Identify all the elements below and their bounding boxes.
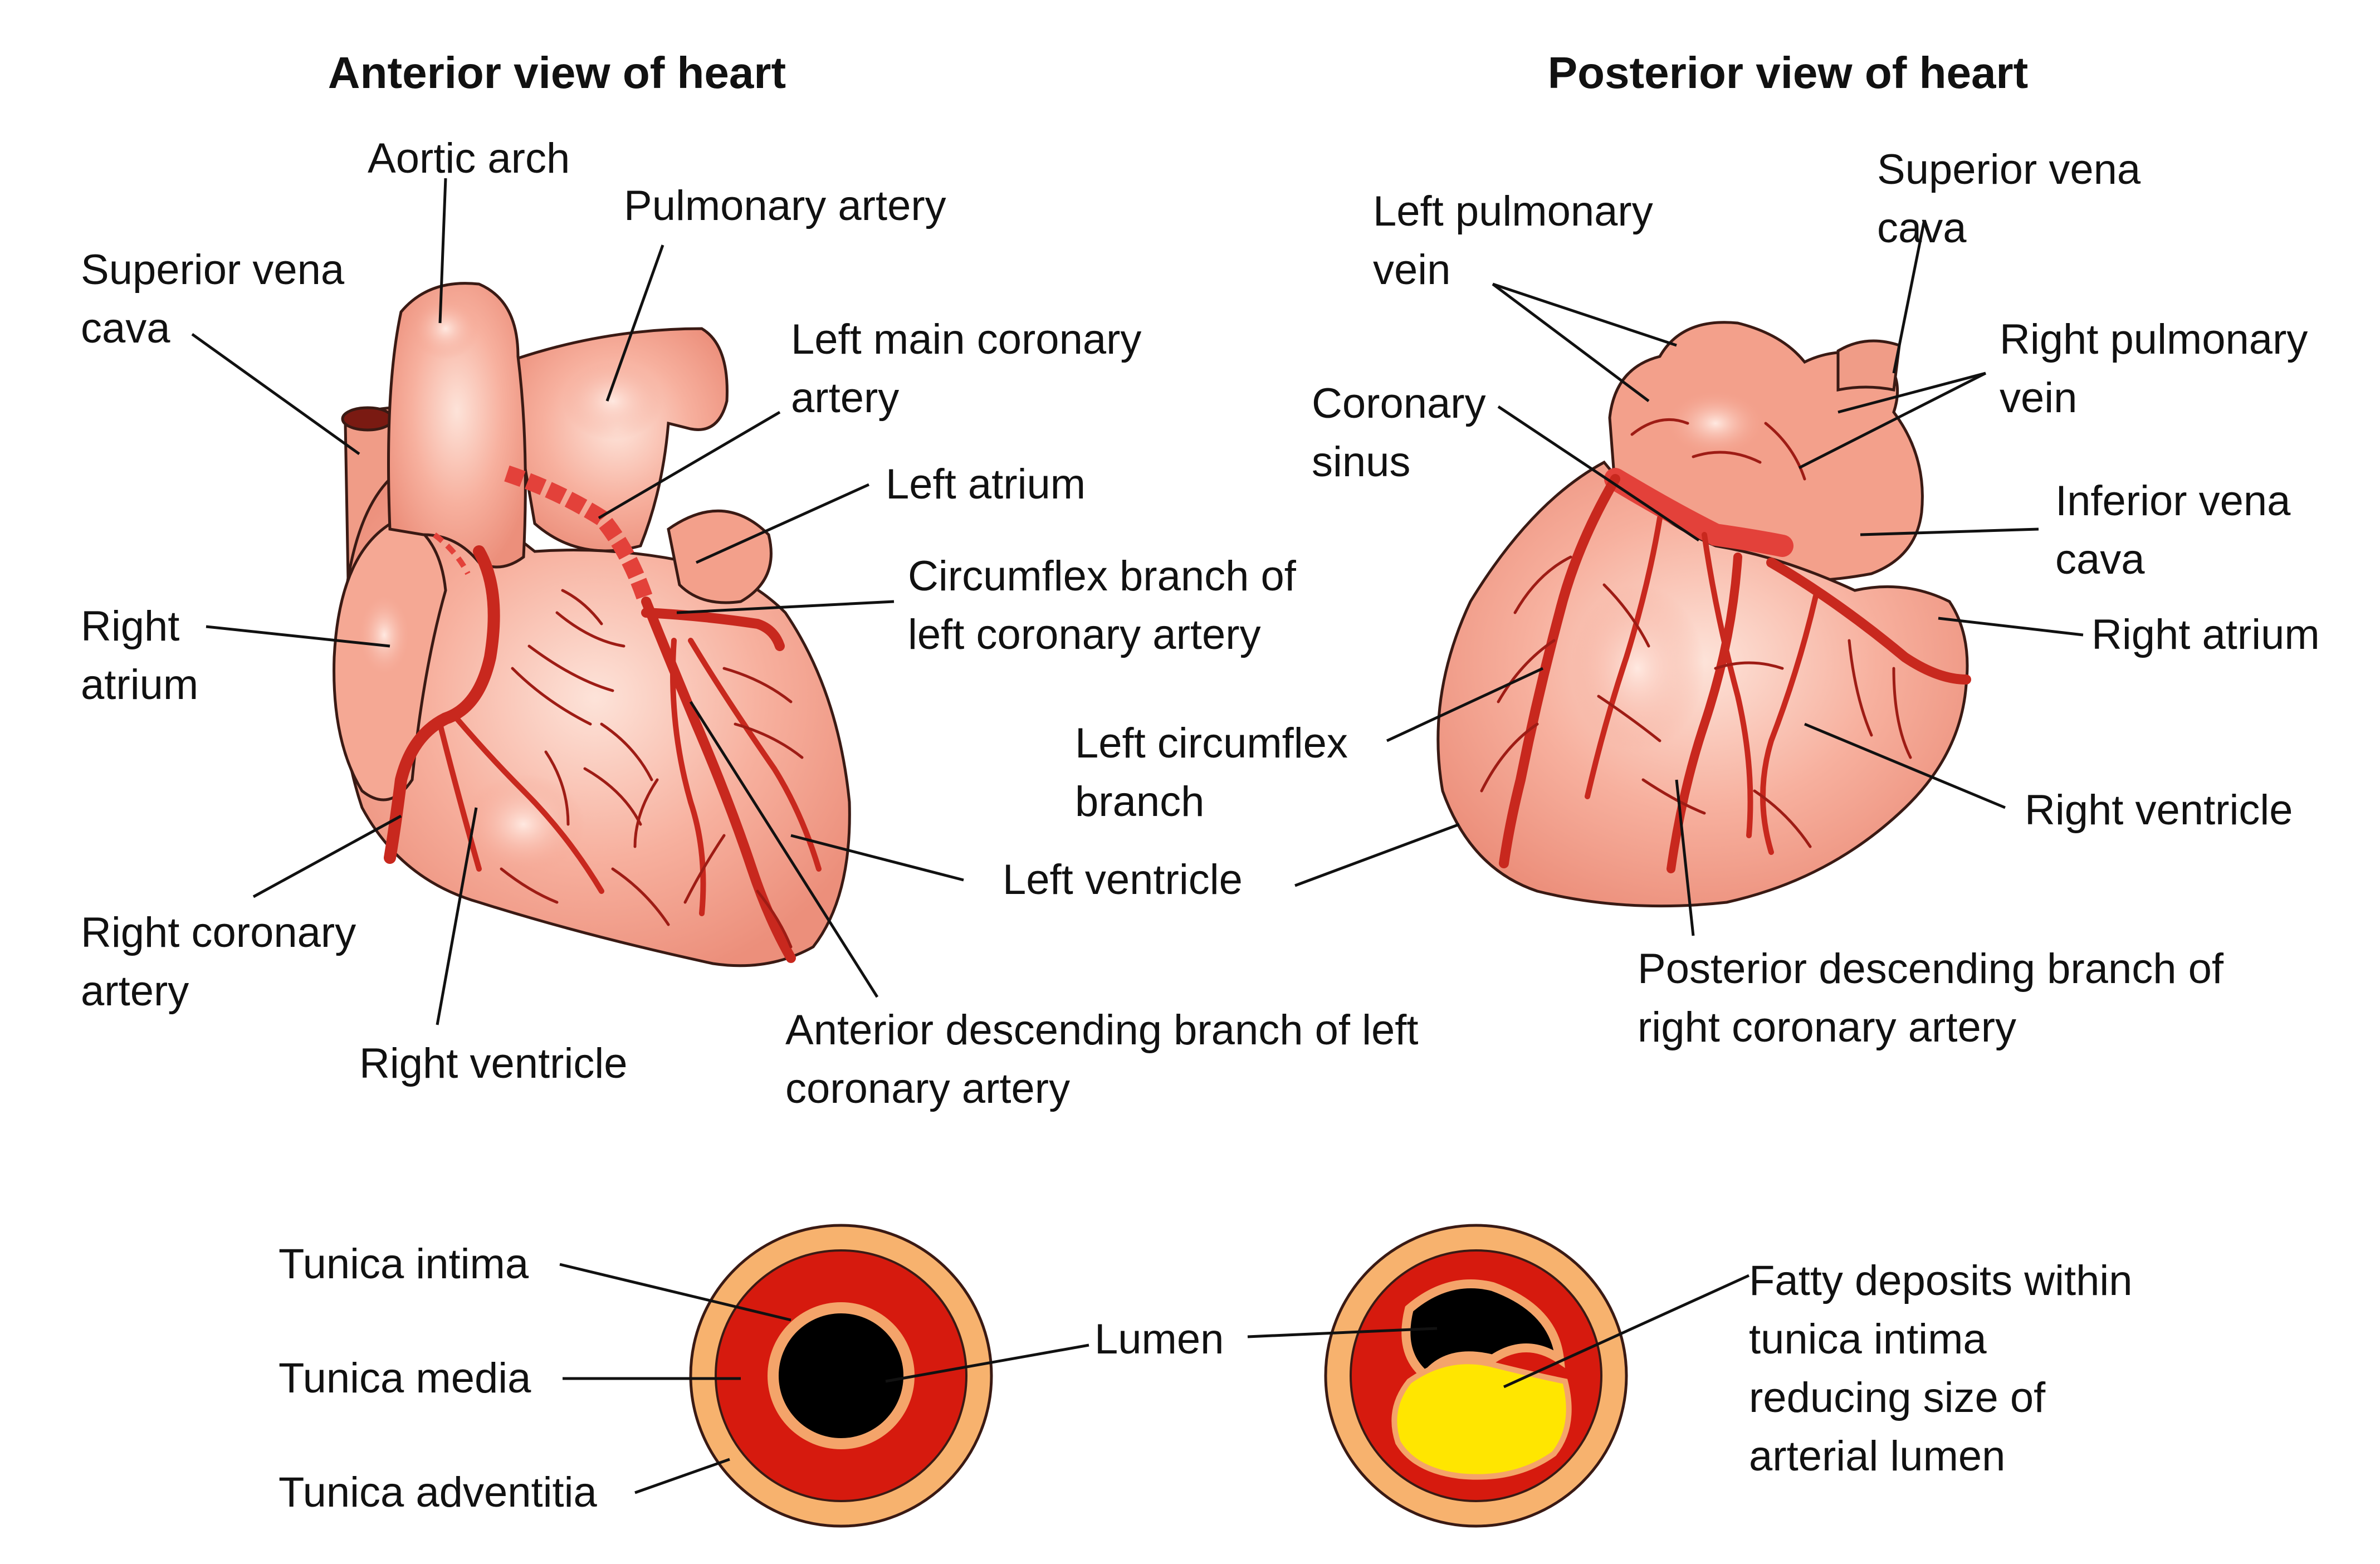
- label-fatty-deposits-line3: reducing size of: [1749, 1374, 2046, 1421]
- label-fatty-deposits-line1: Fatty deposits within: [1749, 1257, 2133, 1304]
- label-left-main-coronary-line2: artery: [791, 374, 899, 422]
- label-coronary-sinus-line2: sinus: [1312, 438, 1410, 486]
- label-lad-line2: coronary artery: [785, 1065, 1070, 1112]
- label-tunica-media: Tunica media: [278, 1355, 531, 1402]
- posterior-view-title: Posterior view of heart: [1548, 48, 2028, 97]
- posterior-branch-vessels: [1480, 418, 1912, 855]
- anterior-right-coronary-artery: [384, 545, 500, 864]
- label-right-pulmonary-vein-line2: vein: [2000, 374, 2077, 422]
- leader-lines: [191, 178, 2084, 1494]
- posterior-coronary-sinus: [1604, 468, 1793, 557]
- anterior-descending-artery: [641, 597, 796, 963]
- label-circumflex-line1: Circumflex branch of: [908, 553, 1297, 600]
- label-posterior-right-ventricle: Right ventricle: [2025, 786, 2293, 834]
- posterior-descending-artery: [1667, 553, 1742, 873]
- label-right-atrium-line2: atrium: [81, 661, 198, 708]
- label-anterior-right-ventricle: Right ventricle: [359, 1040, 628, 1087]
- label-left-circumflex-line1: Left circumflex: [1075, 720, 1348, 767]
- label-fatty-deposits-line2: tunica intima: [1749, 1316, 1987, 1363]
- label-left-ventricle: Left ventricle: [1003, 856, 1243, 903]
- anterior-view-title: Anterior view of heart: [328, 48, 786, 97]
- label-pda-line1: Posterior descending branch of: [1638, 945, 2224, 993]
- anterior-left-main-coronary: [504, 465, 654, 604]
- label-rca-line2: artery: [81, 967, 189, 1015]
- healthy-artery-cross-section: [689, 1224, 993, 1528]
- label-anterior-svc-line2: cava: [81, 305, 170, 352]
- label-aortic-arch: Aortic arch: [368, 135, 570, 182]
- anterior-left-atrium-shape: [667, 509, 773, 604]
- label-left-pulmonary-vein-line1: Left pulmonary: [1373, 188, 1653, 235]
- label-posterior-right-atrium: Right atrium: [2091, 611, 2320, 658]
- anterior-circumflex-artery: [641, 608, 785, 651]
- label-lumen: Lumen: [1094, 1316, 1224, 1363]
- posterior-circumflex-artery: [1499, 474, 1620, 868]
- label-rca-line1: Right coronary: [81, 909, 356, 956]
- label-coronary-sinus-line1: Coronary: [1312, 380, 1486, 427]
- label-left-pulmonary-vein-line2: vein: [1373, 246, 1450, 294]
- label-ivc-line1: Inferior vena: [2055, 477, 2291, 525]
- label-right-pulmonary-vein-line1: Right pulmonary: [2000, 316, 2308, 363]
- label-right-atrium-line1: Right: [81, 603, 179, 650]
- posterior-right-coronary: [1766, 558, 1971, 685]
- label-posterior-svc-line2: cava: [1877, 204, 1967, 252]
- label-pda-line2: right coronary artery: [1638, 1004, 2016, 1051]
- anterior-branch-vessels: [437, 589, 822, 949]
- label-pulmonary-artery: Pulmonary artery: [624, 182, 946, 229]
- label-lad-line1: Anterior descending branch of left: [785, 1006, 1418, 1054]
- label-left-atrium: Left atrium: [886, 461, 1086, 508]
- label-tunica-adventitia: Tunica adventitia: [278, 1469, 597, 1516]
- label-fatty-deposits-line4: arterial lumen: [1749, 1433, 2005, 1480]
- label-anterior-svc-line1: Superior vena: [81, 246, 345, 294]
- label-left-main-coronary-line1: Left main coronary: [791, 316, 1141, 363]
- label-posterior-svc-line1: Superior vena: [1877, 146, 2141, 193]
- fatty-deposit: [1391, 1358, 1572, 1480]
- label-tunica-intima: Tunica intima: [278, 1240, 529, 1288]
- label-left-circumflex-line2: branch: [1075, 778, 1204, 825]
- diseased-artery-cross-section: [1324, 1224, 1628, 1528]
- anterior-heart-illustration: [333, 282, 851, 967]
- label-circumflex-line2: left coronary artery: [908, 611, 1261, 658]
- label-ivc-line2: cava: [2055, 536, 2145, 583]
- posterior-heart-illustration: [1436, 321, 1971, 908]
